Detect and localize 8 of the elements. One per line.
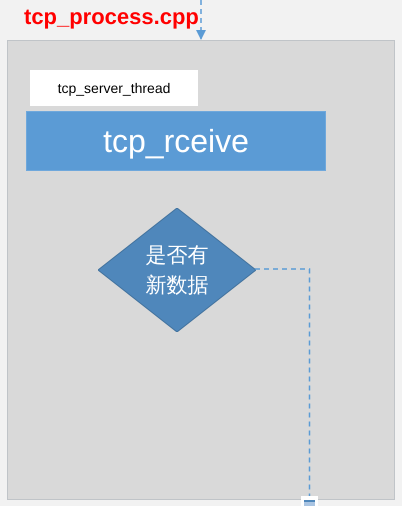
connector-box — [301, 496, 318, 506]
connector-line — [255, 268, 310, 496]
file-title: tcp_process.cpp — [24, 4, 199, 30]
process-box: tcp_rceive — [26, 111, 326, 171]
decision-diamond — [98, 208, 256, 332]
decision-text: 是否有新数据 — [144, 242, 210, 299]
arrow — [196, 0, 206, 40]
thread-label: tcp_server_thread — [30, 70, 198, 106]
